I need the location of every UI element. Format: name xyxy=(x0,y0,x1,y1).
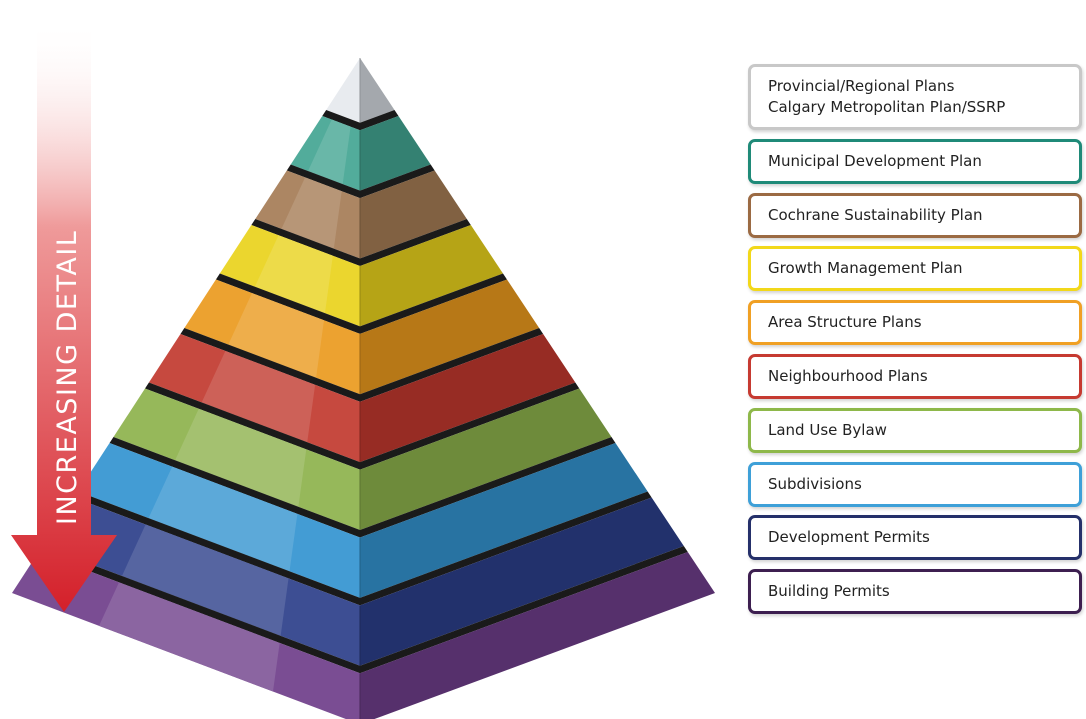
legend-item-label: Development Permits xyxy=(768,528,930,546)
legend-item-label: Land Use Bylaw xyxy=(768,421,887,439)
legend-item-label: Subdivisions xyxy=(768,475,862,493)
pyramid-tier-5 xyxy=(184,273,540,395)
legend-item-label: Neighbourhood Plans xyxy=(768,367,928,385)
legend-item-10: Building Permits xyxy=(748,569,1082,614)
tier-face-right xyxy=(360,170,467,259)
tier-face-left xyxy=(326,58,360,123)
increasing-detail-arrow: INCREASING DETAIL xyxy=(11,20,117,612)
pyramid-tier-2 xyxy=(290,110,431,191)
pyramid-tier-10 xyxy=(12,546,715,719)
legend-item-8: Subdivisions xyxy=(748,462,1082,507)
legend-item-label: Cochrane Sustainability Plan xyxy=(768,206,983,224)
legend-item-label: Area Structure Plans xyxy=(768,313,922,331)
tier-face-right xyxy=(360,497,684,666)
pyramid-tier-7 xyxy=(113,382,612,531)
pyramid-tier-4 xyxy=(219,219,503,327)
tier-face-right xyxy=(360,334,576,463)
tier-face-right xyxy=(360,58,395,123)
tier-face-right xyxy=(360,116,431,191)
legend-item-5: Area Structure Plans xyxy=(748,300,1082,345)
pyramid-tier-1 xyxy=(326,58,395,123)
legend-item-label: Calgary Metropolitan Plan/SSRP xyxy=(768,98,1006,116)
legend-item-3: Cochrane Sustainability Plan xyxy=(748,193,1082,238)
tier-highlight xyxy=(308,119,351,185)
pyramid-tier-9 xyxy=(42,491,684,666)
tier-highlight xyxy=(254,235,333,314)
tier-face-right xyxy=(360,552,715,719)
legend-item-4: Growth Management Plan xyxy=(748,246,1082,291)
legend-item-label: Municipal Development Plan xyxy=(768,152,982,170)
tier-highlight xyxy=(228,293,324,378)
tier-highlight xyxy=(148,466,298,572)
tier-gap-shadow xyxy=(322,110,399,131)
legend-item-label: Building Permits xyxy=(768,582,890,600)
tier-highlight xyxy=(281,177,342,249)
pyramid-tier-3 xyxy=(255,164,467,259)
arrow-shape xyxy=(11,20,117,612)
tier-face-right xyxy=(360,388,612,531)
tier-highlight xyxy=(175,408,307,507)
tier-face-right xyxy=(360,443,648,598)
tier-face-right xyxy=(360,279,540,395)
tier-highlight xyxy=(201,350,316,443)
arrow-label: INCREASING DETAIL xyxy=(52,230,83,525)
pyramid-tier-6 xyxy=(148,328,576,463)
legend-item-label: Provincial/Regional Plans xyxy=(768,77,955,95)
tier-highlight xyxy=(99,582,280,692)
tier-face-right xyxy=(360,225,503,327)
legend-item-2: Municipal Development Plan xyxy=(748,139,1082,184)
tier-gap-shadow xyxy=(286,164,435,199)
legend-item-label: Growth Management Plan xyxy=(768,259,963,277)
legend-item-7: Land Use Bylaw xyxy=(748,408,1082,453)
pyramid-tier-8 xyxy=(78,437,648,598)
tier-highlight xyxy=(121,524,289,636)
legend-item-9: Development Permits xyxy=(748,515,1082,560)
legend-item-6: Neighbourhood Plans xyxy=(748,354,1082,399)
